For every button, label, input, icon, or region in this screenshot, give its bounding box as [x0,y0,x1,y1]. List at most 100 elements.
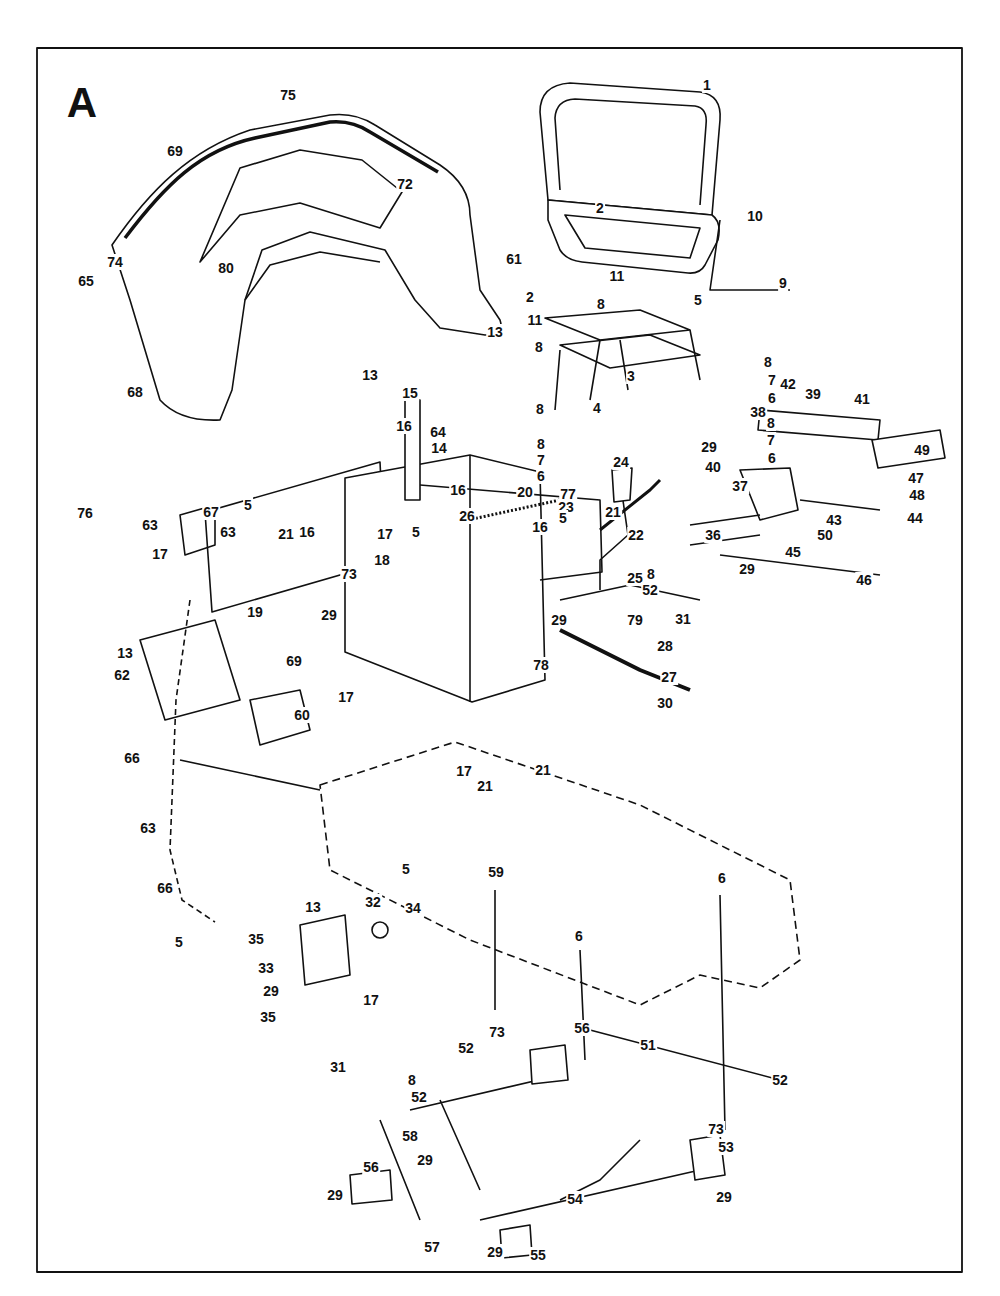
callout-number: 6 [536,468,546,484]
callout-number: 34 [404,900,422,916]
callout-number: 40 [704,459,722,475]
frame-border [37,48,962,1272]
callout-number: 17 [376,526,394,542]
callout-number: 21 [604,504,622,520]
callout-number: 72 [396,176,414,192]
callout-number: 76 [76,505,94,521]
callout-number: 63 [219,524,237,540]
callout-number: 33 [257,960,275,976]
callout-number: 29 [738,561,756,577]
callout-number: 27 [660,669,678,685]
callout-number: 17 [362,992,380,1008]
callout-number: 8 [534,339,544,355]
callout-number: 19 [246,604,264,620]
callout-number: 31 [329,1059,347,1075]
callout-number: 61 [505,251,523,267]
callout-number: 8 [536,436,546,452]
callout-number: 5 [243,497,253,513]
callout-number: 66 [123,750,141,766]
callout-number: 37 [731,478,749,494]
callout-number: 5 [174,934,184,950]
callout-number: 20 [516,484,534,500]
callout-number: 69 [166,143,184,159]
callout-number: 38 [749,404,767,420]
callout-number: 56 [573,1020,591,1036]
callout-number: 8 [766,415,776,431]
callout-number: 65 [77,273,95,289]
callout-number: 51 [639,1037,657,1053]
callout-number: 17 [151,546,169,562]
lower-linkage [300,890,780,1258]
callout-number: 69 [285,653,303,669]
callout-number: 21 [277,526,295,542]
callout-number: 29 [416,1152,434,1168]
callout-number: 21 [476,778,494,794]
callout-number: 47 [907,470,925,486]
callout-number: 6 [717,870,727,886]
callout-number: 29 [715,1189,733,1205]
callout-number: 73 [707,1121,725,1137]
callout-number: 29 [320,607,338,623]
callout-number: 17 [337,689,355,705]
callout-number: 48 [908,487,926,503]
callout-number: 17 [455,763,473,779]
fender [112,114,501,420]
callout-number: 57 [423,1239,441,1255]
callout-number: 56 [362,1159,380,1175]
callout-number: 8 [763,354,773,370]
callout-number: 11 [609,268,626,284]
callout-number: 52 [410,1089,428,1105]
callout-number: 5 [558,510,568,526]
callout-number: 46 [855,572,873,588]
callout-number: 52 [641,582,659,598]
callout-number: 52 [771,1072,789,1088]
callout-number: 29 [550,612,568,628]
callout-number: 28 [656,638,674,654]
callout-number: 5 [401,861,411,877]
callout-number: 21 [534,762,552,778]
callout-number: 67 [202,504,220,520]
callout-number: 80 [217,260,235,276]
callout-number: 1 [702,77,712,93]
figure-letter: A [66,81,98,125]
callout-number: 16 [531,519,549,535]
callout-number: 7 [766,432,776,448]
callout-number: 13 [116,645,134,661]
callout-number: 74 [106,254,124,270]
callout-number: 62 [113,667,131,683]
callout-number: 79 [626,612,644,628]
callout-number: 22 [627,527,645,543]
callout-number: 54 [566,1191,584,1207]
callout-number: 29 [326,1187,344,1203]
callout-number: 58 [401,1128,419,1144]
callout-number: 75 [279,87,297,103]
callout-number: 41 [853,391,871,407]
callout-number: 44 [906,510,924,526]
callout-number: 2 [595,200,605,216]
callout-number: 8 [407,1072,417,1088]
callout-number: 24 [612,454,630,470]
callout-number: 35 [247,931,265,947]
callout-number: 8 [535,401,545,417]
callout-number: 50 [816,527,834,543]
callout-number: 7 [767,372,777,388]
callout-number: 3 [626,368,636,384]
callout-number: 7 [536,452,546,468]
callout-number: 6 [767,450,777,466]
callout-number: 36 [704,527,722,543]
callout-number: 8 [596,296,606,312]
lever-assembly [600,220,945,590]
callout-number: 73 [340,566,358,582]
callout-number: 6 [767,390,777,406]
callout-number: 73 [488,1024,506,1040]
callout-number: 45 [784,544,802,560]
callout-number: 9 [778,275,788,291]
callout-number: 32 [364,894,382,910]
callout-number: 10 [746,208,764,224]
callout-number: 13 [361,367,379,383]
callout-number: 4 [592,400,602,416]
frame-plates [180,400,700,702]
fender-bracket [140,600,320,922]
callout-number: 14 [430,440,448,456]
